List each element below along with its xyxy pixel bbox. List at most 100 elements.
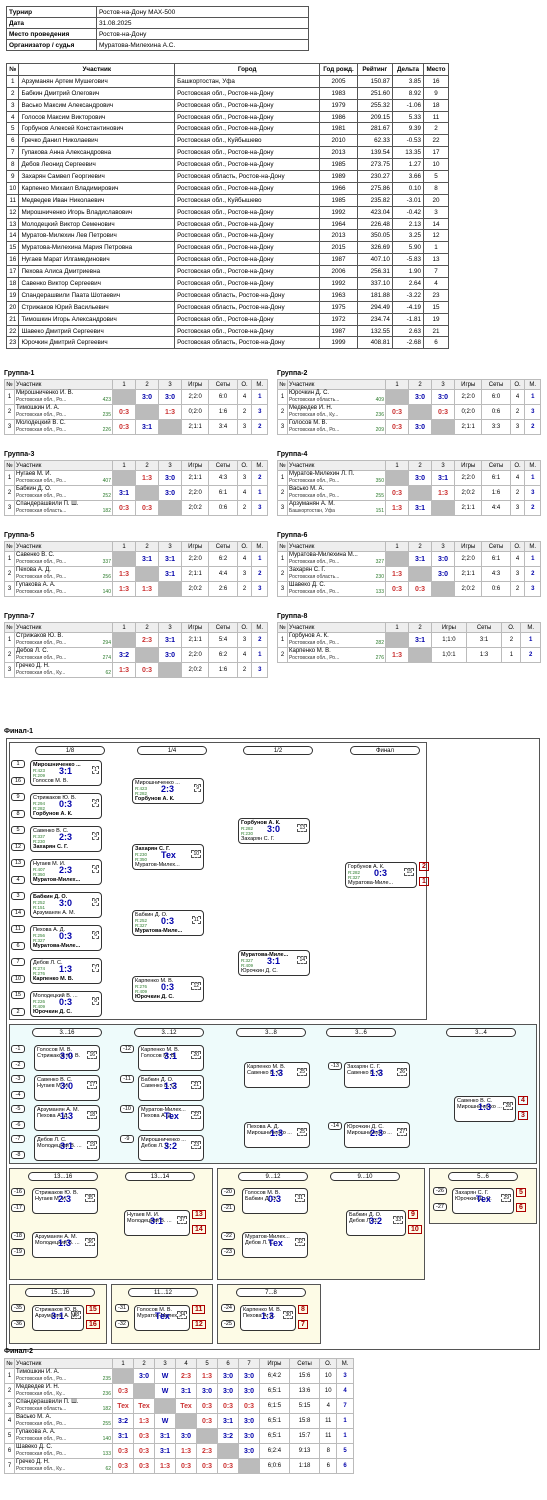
score-cell: 1:3 (112, 566, 136, 582)
player-name: Муратов-Милехин Л. П. (289, 471, 355, 477)
score-cell: 0:3 (112, 404, 136, 420)
table-cell: 181.88 (356, 288, 393, 302)
info-value: Ростов-на-Дону (96, 28, 309, 40)
table-cell: Ростовская область, Ростов-на-Дону (174, 336, 321, 350)
place-cell: 5 (336, 1443, 354, 1459)
score: 0:3 (138, 1447, 150, 1455)
player-a: Мирошниченко ... (135, 780, 180, 786)
stat-cell: 6:0 (208, 389, 238, 405)
rating-b: R:409 (33, 1004, 46, 1009)
score-cell: 3:0 (217, 1383, 239, 1399)
table-cell: 1987 (319, 324, 358, 338)
place-cell: 3 (251, 662, 268, 678)
score: Тех (117, 1402, 129, 1410)
score-cell: 3:0 (431, 551, 455, 567)
score: 1:3 (138, 1417, 150, 1425)
match-score: 2:3 (59, 865, 73, 875)
score-cell: 0:3 (385, 485, 409, 501)
table-cell: Ростовская обл., Ростов-на-Дону (174, 241, 321, 255)
stat-cell: 2;1:1 (453, 419, 483, 435)
group-header-cell: Игры (453, 460, 483, 471)
stat-cell: 1:6 (208, 404, 238, 420)
score-cell: 3:2 (112, 647, 136, 663)
group-header-cell: О. (509, 541, 526, 552)
player-name: Шавеко Д. С. (289, 582, 326, 588)
round-label: 13...16 (28, 1172, 98, 1181)
place-cell: 6 (336, 1458, 354, 1474)
seed-label: -20 (221, 1188, 235, 1196)
player-b: Арзуманян А. М. (33, 910, 76, 916)
score-cell (158, 662, 182, 678)
player-rating: 350 (375, 478, 384, 484)
table-cell: 6 (423, 336, 449, 350)
score-cell: 3:0 (133, 1368, 155, 1384)
table-cell: 9 (5, 170, 20, 183)
stat-cell: 1;1:0 (431, 632, 467, 648)
rating-b: R:327 (135, 923, 148, 928)
info-value: Муратова-Милехина А.С. (96, 39, 309, 51)
match-score: 3:0 (60, 1081, 74, 1091)
table-cell: 350.05 (356, 229, 393, 243)
score-cell (408, 566, 432, 582)
player-b: Муратов-Милех... (33, 877, 81, 883)
table-cell: Ростовская обл., Ростов-на-Дону (174, 324, 321, 338)
score: 0:3 (118, 423, 130, 431)
table-cell: 21 (423, 324, 449, 338)
stat-cell: 3 (509, 566, 526, 582)
table-cell: 19 (423, 312, 449, 326)
seed-label: -14 (328, 1122, 342, 1130)
player-b: Карпенко М. В. (33, 976, 74, 982)
player-a: Стрижаков Ю. В. (33, 795, 77, 801)
player-name: Горбунов А. К. (289, 633, 329, 639)
row-number: 1 (4, 551, 15, 567)
table-cell: Молодецкий Виктор Семенович (18, 217, 176, 231)
table-cell: Васько Максим Александрович (18, 98, 176, 112)
stat-cell: 2;2:0 (453, 389, 483, 405)
table-cell: Савенко Виктор Сергеевич (18, 277, 176, 290)
round-label: 3...8 (236, 1028, 306, 1037)
match-score: Тех (161, 850, 176, 860)
score: 3:0 (138, 1372, 150, 1380)
player-a: Карпенко М. В. (243, 1307, 282, 1313)
seed-label: -21 (221, 1204, 235, 1212)
match-score: 0:3 (374, 868, 388, 878)
match-score: 2:3 (58, 1194, 72, 1204)
table-cell: -3.01 (391, 193, 425, 207)
group-header-cell: № (277, 541, 288, 552)
table-cell: Ростовская обл., Ростов-на-Дону (174, 181, 321, 195)
player-cell: Нугаев М. И.Ростовская обл., Ро...407 (14, 470, 113, 486)
seed-label: 7 (11, 958, 25, 966)
group-header-cell: № (277, 379, 288, 390)
score-cell: 2:3 (135, 632, 159, 648)
table-cell: 3 (423, 205, 449, 219)
table-cell: 20 (423, 193, 449, 207)
table-cell: 12 (423, 229, 449, 243)
match-score: Тех (476, 1194, 491, 1204)
seed-label: 1 (11, 760, 25, 768)
player-region: Ростовская обл., Ро...133 (289, 589, 384, 595)
table-cell: Ростовская область, Ростов-на-Дону (174, 300, 321, 314)
score-cell: 0:3 (196, 1458, 218, 1474)
score-cell (135, 647, 159, 663)
stat-cell: 5:4 (208, 632, 238, 648)
match-number: 17 (87, 1081, 97, 1089)
match-number: 23 (191, 1141, 201, 1149)
stat-cell: 2;0:2 (180, 662, 210, 678)
row-number: 2 (4, 647, 15, 663)
row-number: 2 (277, 566, 288, 582)
group-header-cell: 3 (158, 541, 182, 552)
score-cell: 0:3 (112, 1458, 134, 1474)
seed-label: -24 (221, 1304, 235, 1312)
group-header-cell: Игры (180, 379, 210, 390)
stat-cell: 3 (236, 470, 253, 486)
